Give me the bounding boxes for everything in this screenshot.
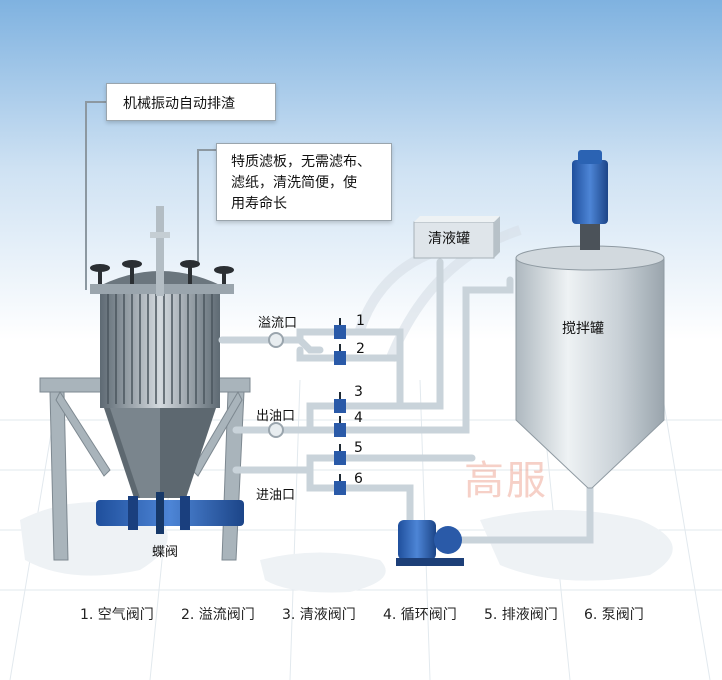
- valve-legend: 1. 空气阀门 2. 溢流阀门 3. 清液阀门 4. 循环阀门 5. 排液阀门 …: [0, 604, 722, 628]
- brand-watermark: 高服: [464, 458, 548, 504]
- legend-item: 3. 清液阀门: [282, 607, 356, 623]
- legend-item: 1. 空气阀门: [80, 607, 154, 623]
- label-oil-inlet: 进油口: [256, 488, 296, 503]
- valve-number-6: 6: [354, 471, 363, 487]
- legend-item: 6. 泵阀门: [584, 607, 644, 623]
- support-frame: [39, 377, 251, 561]
- callout-auto-slag: 机械振动自动排渣: [106, 83, 276, 121]
- pump-shape: [396, 520, 464, 566]
- label-butterfly-valve: 蝶阀: [152, 545, 179, 560]
- label-clear-tank: 清液罐: [428, 231, 470, 247]
- filter-plate-lines: [107, 292, 213, 404]
- label-mix-tank: 搅拌罐: [562, 321, 604, 337]
- mixer-motor: [572, 160, 608, 224]
- mix-tank-shape: [515, 150, 665, 489]
- callout-leaders: [85, 101, 216, 290]
- callout-filter-plate: 特质滤板，无需滤布、 滤纸，清洗简便，使 用寿命长: [216, 143, 392, 221]
- handwheels: [90, 260, 234, 284]
- butterfly-valve-body: [96, 500, 244, 526]
- legend-item: 5. 排液阀门: [484, 607, 558, 623]
- label-oil-outlet: 出油口: [256, 409, 296, 424]
- valve-number-5: 5: [354, 440, 363, 456]
- valve-number-1: 1: [356, 313, 365, 329]
- valves: [334, 325, 346, 495]
- valve-number-2: 2: [356, 341, 365, 357]
- clear-tank-shape: [413, 216, 500, 259]
- world-map-decoration: [20, 502, 673, 593]
- legend-item: 2. 溢流阀门: [181, 607, 255, 623]
- label-overflow-port: 溢流口: [258, 316, 298, 331]
- valve-number-3: 3: [354, 384, 363, 400]
- vibration-shaft: [156, 206, 164, 296]
- sight-glasses: [268, 332, 284, 438]
- filter-plates: [100, 288, 220, 408]
- valve-number-4: 4: [354, 410, 363, 426]
- legend-item: 4. 循环阀门: [383, 607, 457, 623]
